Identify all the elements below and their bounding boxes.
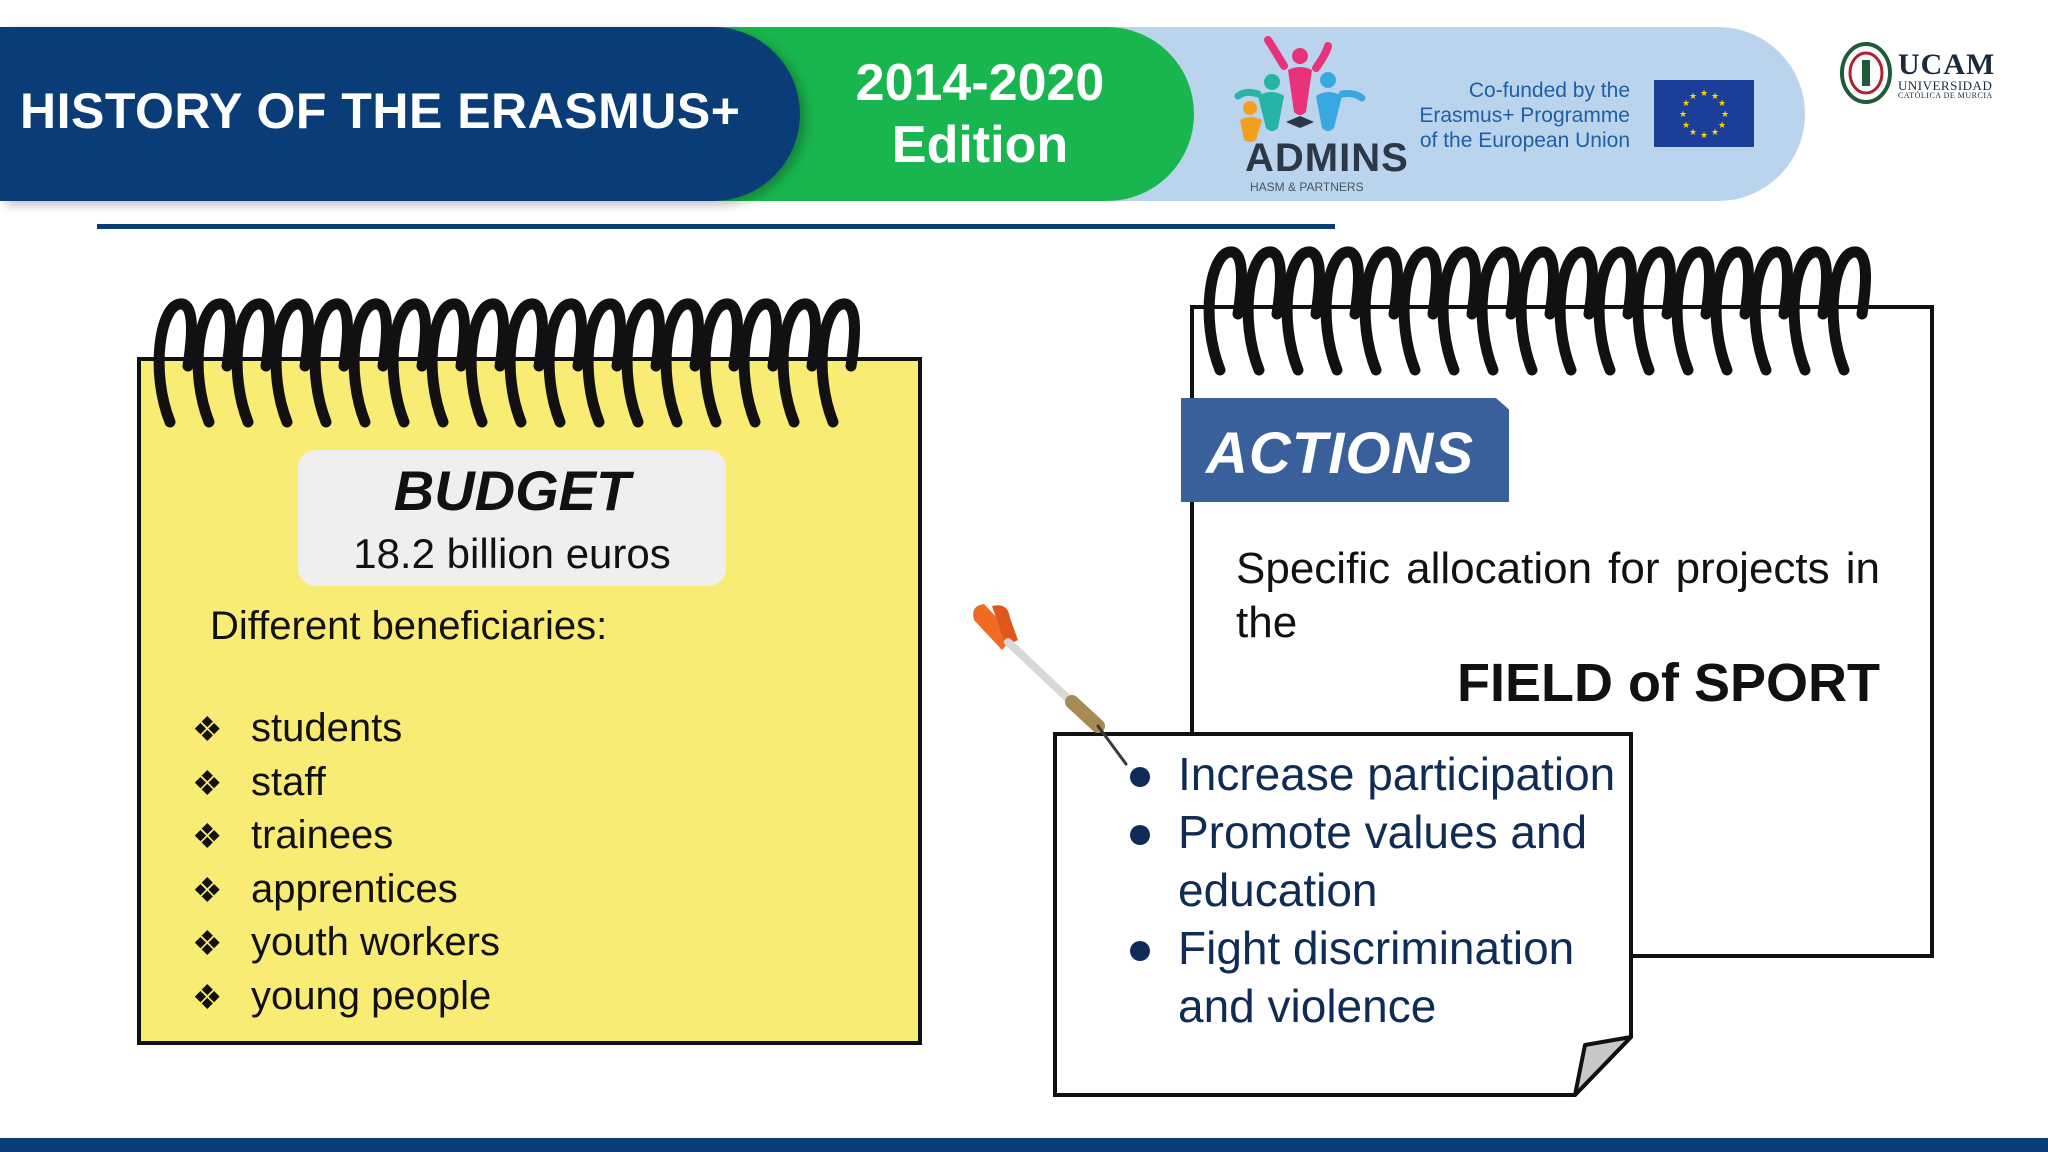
budget-highlight-box <box>298 450 726 586</box>
svg-text:★: ★ <box>1679 110 1687 120</box>
svg-text:★: ★ <box>1718 121 1726 131</box>
diamond-bullet-icon: ❖ <box>192 711 223 749</box>
svg-text:★: ★ <box>1711 92 1719 102</box>
eu-flag-icon: ★★★ ★★★ ★★★ ★★★ <box>1654 80 1754 147</box>
beneficiary-label: young people <box>251 973 492 1018</box>
cofunding-line: Erasmus+ Programme <box>1419 104 1630 127</box>
diamond-bullet-icon: ❖ <box>192 925 223 963</box>
list-item: ❖ students <box>192 703 500 757</box>
university-seal-icon <box>1840 42 1892 104</box>
footer-bar <box>0 1138 2048 1152</box>
svg-text:★: ★ <box>1700 89 1708 99</box>
spiral-binding-icon <box>1203 246 1871 376</box>
actions-tab <box>1181 398 1509 502</box>
list-item: Increase participation <box>1118 745 1638 803</box>
list-item: Promote values and education <box>1118 803 1638 919</box>
goal-label: Promote values and education <box>1178 806 1588 916</box>
beneficiaries-intro: Different beneficiaries: <box>210 604 608 648</box>
university-logo-line: CATÓLICA DE MURCIA <box>1898 91 1993 100</box>
list-item: ❖ youth workers <box>192 917 500 971</box>
beneficiaries-list: ❖students ❖staff ❖trainees ❖apprentices … <box>192 703 500 1024</box>
slide-title: HISTORY OF THE ERASMUS+ <box>20 83 741 139</box>
list-item: Fight discrimination and violence <box>1118 919 1638 1035</box>
svg-text:★: ★ <box>1689 128 1697 138</box>
edition-word: Edition <box>891 116 1069 174</box>
list-item: ❖ trainees <box>192 810 500 864</box>
dart-icon <box>973 604 1128 766</box>
bullet-dot-icon <box>1130 767 1150 787</box>
spiral-binding-icon <box>153 298 860 428</box>
edition-years: 2014-2020 <box>855 54 1105 112</box>
diamond-bullet-icon: ❖ <box>192 978 223 1017</box>
partner-logo-subtitle: HASM & PARTNERS <box>1250 180 1364 194</box>
beneficiary-label: apprentices <box>251 866 458 911</box>
people-figures-logo-icon <box>1234 36 1366 142</box>
budget-title: BUDGET <box>393 459 631 522</box>
beneficiary-label: trainees <box>251 813 394 857</box>
budget-notebook <box>137 357 922 1045</box>
goals-list: Increase participation Promote values an… <box>1118 745 1638 1035</box>
bullet-dot-icon <box>1130 941 1150 961</box>
diamond-bullet-icon: ❖ <box>192 764 223 803</box>
cofunding-statement: Co-funded by the Erasmus+ Programme of t… <box>1390 78 1630 153</box>
beneficiary-label: youth workers <box>251 920 500 964</box>
diamond-bullet-icon: ❖ <box>192 871 223 910</box>
cofunding-line: Co-funded by the <box>1468 79 1630 102</box>
cofunding-line: of the European Union <box>1419 129 1630 152</box>
svg-text:★: ★ <box>1700 131 1708 141</box>
university-logo-name: UCAM <box>1898 48 1996 81</box>
goals-note <box>1053 732 1633 1097</box>
svg-text:★: ★ <box>1682 99 1690 109</box>
goal-label: Increase participation <box>1178 748 1616 800</box>
budget-value: 18.2 billion euros <box>353 530 671 577</box>
header-banner-title <box>0 27 800 201</box>
list-item: ❖ apprentices <box>192 864 500 918</box>
list-item: ❖ staff <box>192 757 500 811</box>
actions-title: ACTIONS <box>1206 421 1474 486</box>
list-item: ❖ young people <box>192 971 500 1025</box>
goal-label: Fight discrimination and violence <box>1178 922 1575 1032</box>
diamond-bullet-icon: ❖ <box>192 818 223 856</box>
svg-text:★: ★ <box>1721 110 1729 120</box>
bullet-dot-icon <box>1130 825 1150 845</box>
field-of-sport-heading: FIELD of SPORT <box>1457 653 1880 713</box>
header-divider <box>97 224 1335 229</box>
svg-text:★: ★ <box>1711 128 1719 138</box>
beneficiary-label: students <box>251 706 403 750</box>
beneficiary-label: staff <box>251 759 326 804</box>
svg-text:★: ★ <box>1682 121 1690 131</box>
partner-logo-name: ADMINS <box>1245 136 1409 180</box>
svg-text:★: ★ <box>1718 99 1726 109</box>
svg-text:★: ★ <box>1689 92 1697 102</box>
university-logo-line: UNIVERSIDAD <box>1898 78 1993 93</box>
edition-label: 2014-2020 Edition <box>820 52 1140 176</box>
allocation-text: Specific allocation for projects in the <box>1236 544 1880 647</box>
